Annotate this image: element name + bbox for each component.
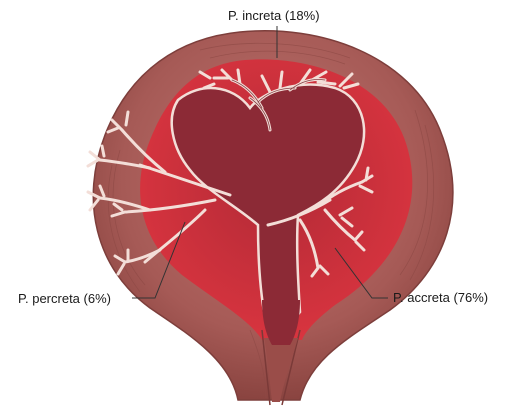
label-p-increta: P. increta (18%) <box>228 8 320 23</box>
label-p-percreta: P. percreta (6%) <box>18 291 111 306</box>
label-p-accreta: P. accreta (76%) <box>393 290 488 305</box>
